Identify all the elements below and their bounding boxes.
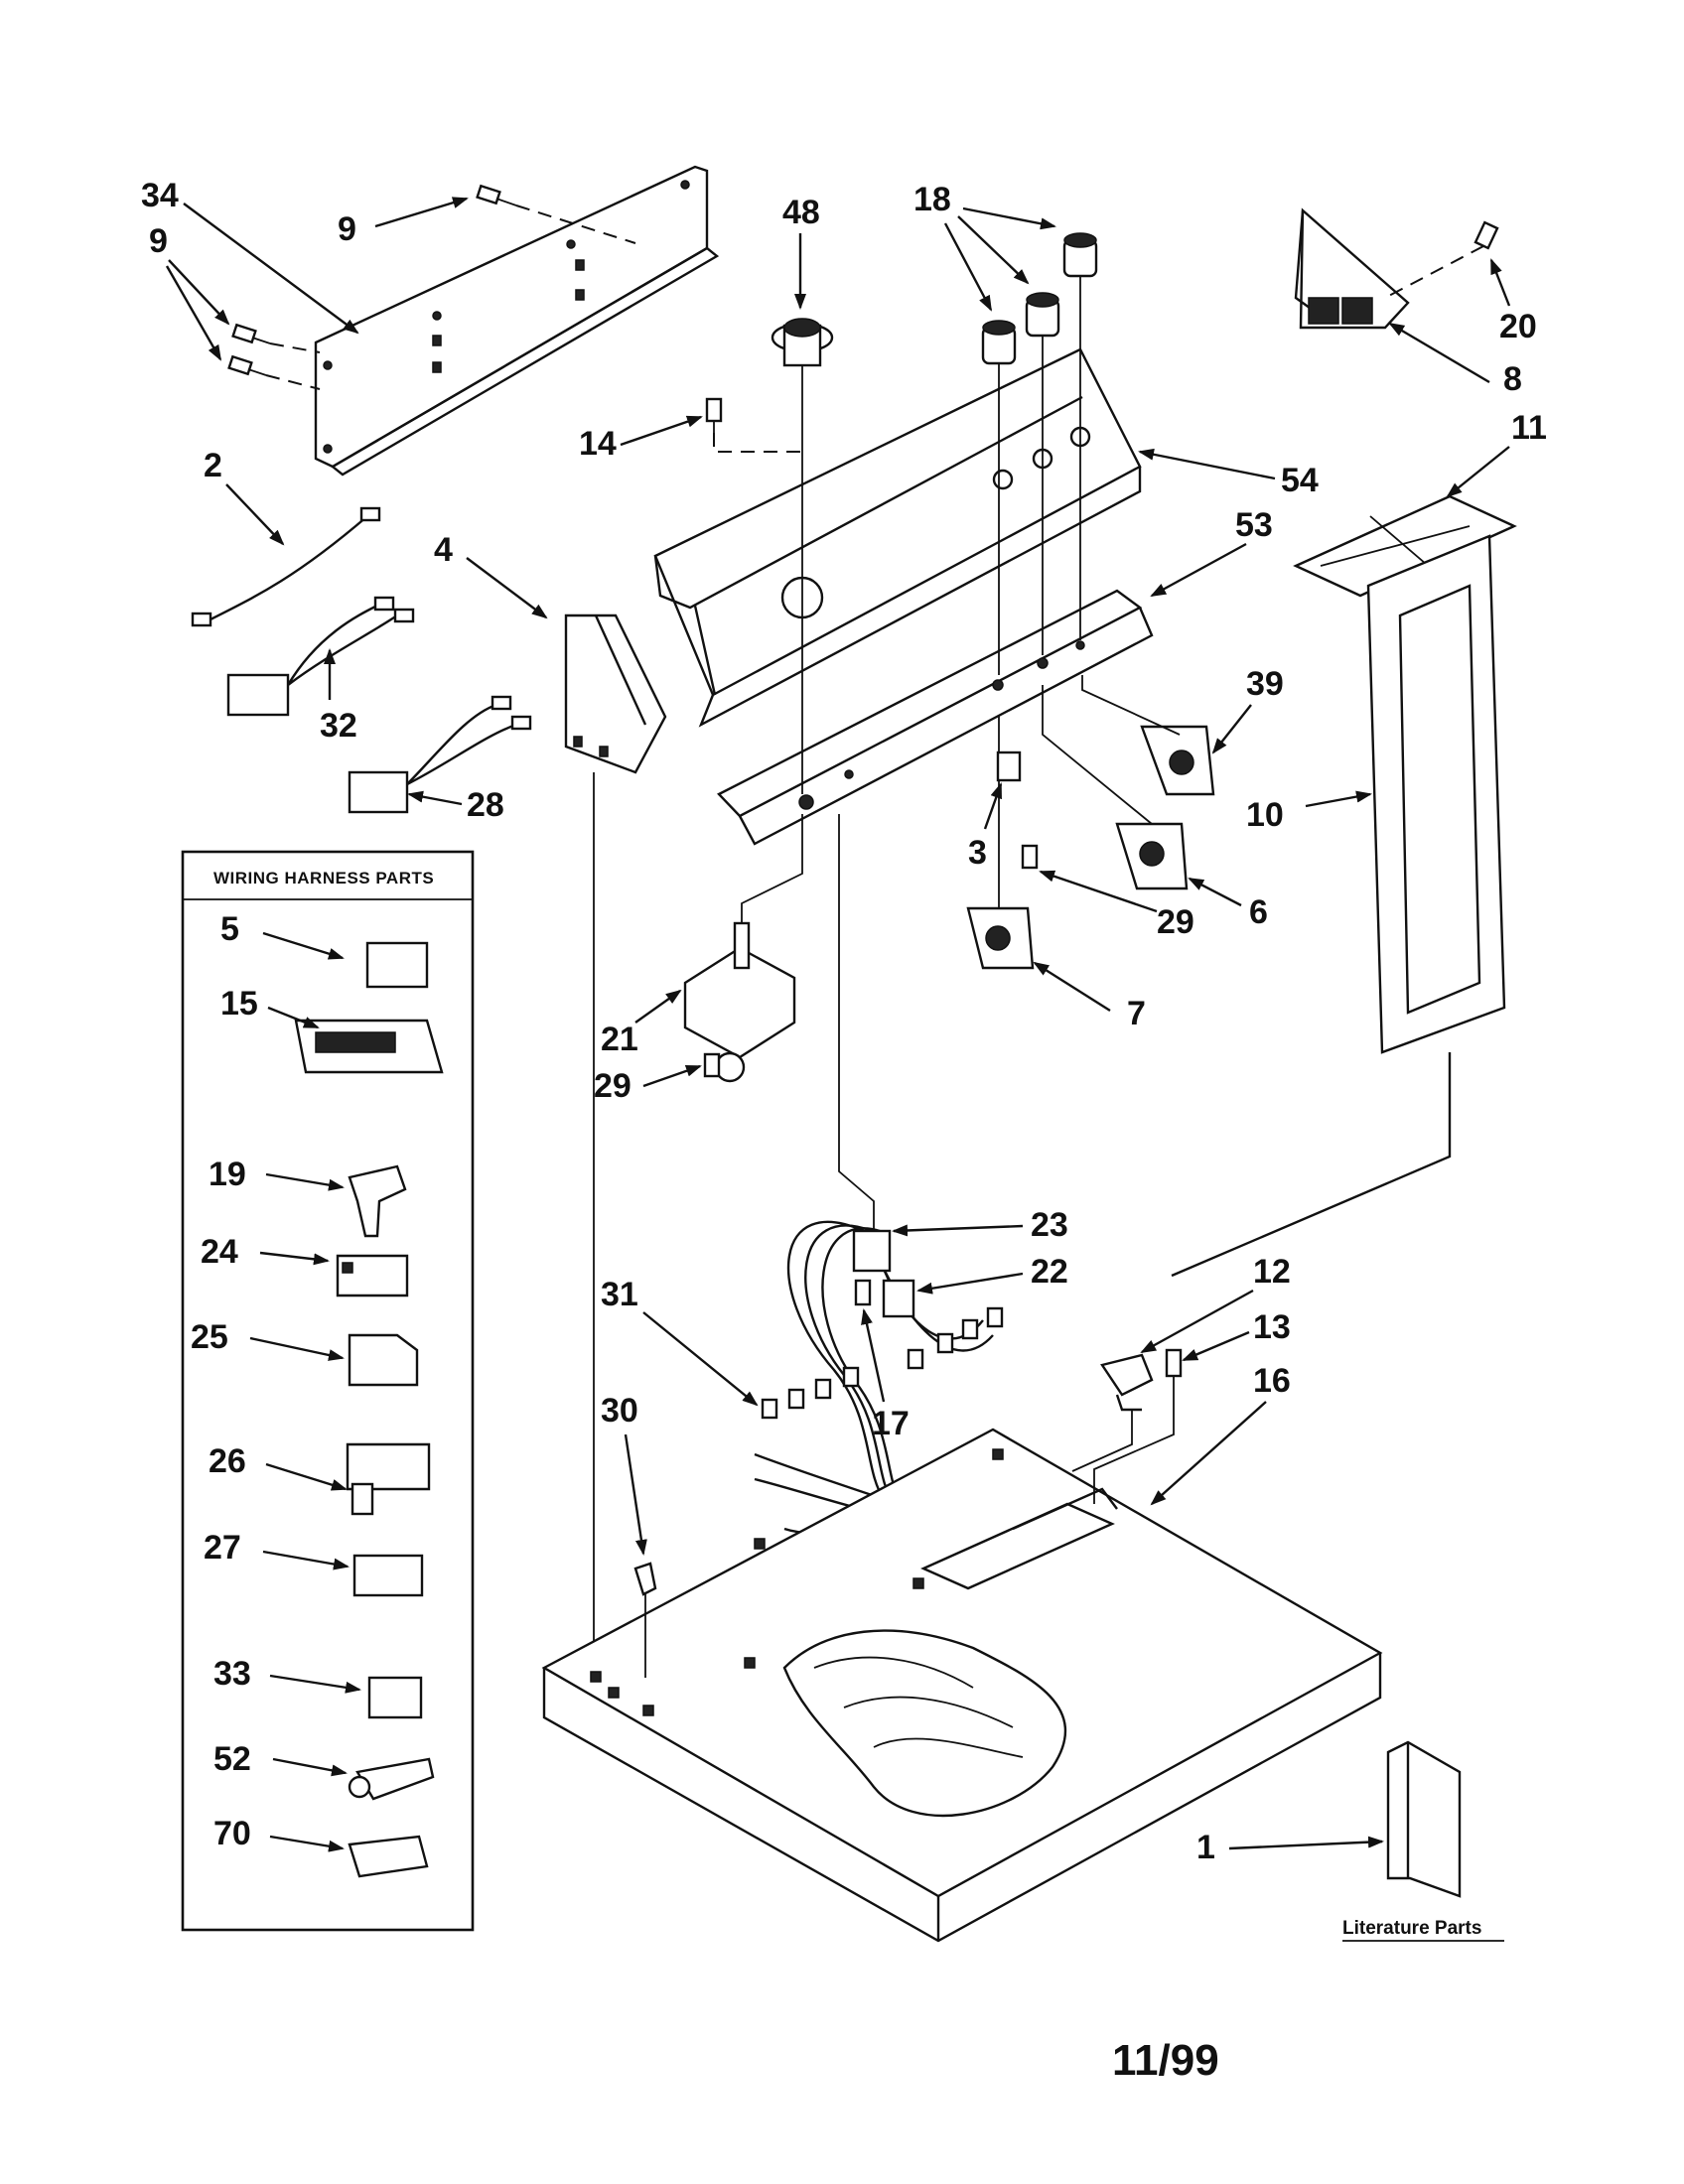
callout-29-lower: 29 (594, 1067, 632, 1105)
callout-18: 18 (913, 181, 951, 218)
bracket-12 (1100, 1353, 1154, 1412)
callout-70: 70 (213, 1815, 251, 1852)
callout-27: 27 (204, 1529, 241, 1567)
callout-11: 11 (1511, 409, 1547, 447)
lint-duct (1366, 534, 1506, 1054)
date-code: 11/99 (1112, 2036, 1219, 2085)
harness-panel (181, 850, 475, 1932)
timer-knob (771, 318, 834, 367)
dryer-top (541, 1428, 1383, 1943)
callout-17: 17 (872, 1405, 910, 1442)
callout-12: 12 (1253, 1253, 1291, 1291)
callout-23: 23 (1031, 1206, 1068, 1244)
callout-52: 52 (213, 1740, 251, 1778)
callout-54: 54 (1281, 462, 1319, 499)
callout-28: 28 (467, 786, 504, 824)
screw-29-lower (703, 1052, 721, 1078)
callout-4: 4 (434, 531, 453, 569)
callout-16: 16 (1253, 1362, 1291, 1400)
callout-34: 34 (141, 177, 179, 214)
callout-6: 6 (1249, 893, 1268, 931)
callout-33: 33 (213, 1655, 251, 1693)
switch-39 (1140, 725, 1215, 796)
callout-22: 22 (1031, 1253, 1068, 1291)
callout-5: 5 (220, 910, 239, 948)
screw-9-low (227, 354, 267, 376)
wire-28 (348, 695, 532, 814)
callout-25: 25 (191, 1318, 228, 1356)
literature-label: Literature Parts (1342, 1918, 1481, 1939)
callout-9-left: 9 (149, 222, 168, 260)
callout-39: 39 (1246, 665, 1284, 703)
wire-32 (226, 596, 415, 717)
switch-3 (996, 751, 1022, 782)
callout-9-top: 9 (338, 210, 356, 248)
callout-2: 2 (204, 447, 222, 484)
switch-6 (1115, 822, 1189, 890)
screw-29-upper (1021, 844, 1039, 870)
timer (683, 921, 796, 1083)
callout-48: 48 (782, 194, 820, 231)
callout-8: 8 (1503, 360, 1522, 398)
mounting-panel (314, 165, 720, 477)
harness-panel-title: WIRING HARNESS PARTS (213, 869, 434, 887)
callout-14: 14 (579, 425, 617, 463)
literature-booklet (1386, 1740, 1462, 1898)
switch-7 (966, 906, 1035, 970)
callout-13: 13 (1253, 1308, 1291, 1346)
callout-15: 15 (220, 985, 258, 1023)
callout-3: 3 (968, 834, 987, 872)
callout-32: 32 (320, 707, 357, 745)
screw-13 (1165, 1348, 1183, 1378)
callout-26: 26 (209, 1442, 246, 1480)
screw-9-mid (231, 323, 271, 344)
end-cap-left (564, 614, 667, 774)
control-console (653, 347, 1142, 728)
wire-2 (191, 506, 381, 627)
console-base (717, 589, 1154, 846)
callout-53: 53 (1235, 506, 1273, 544)
callout-29-upper: 29 (1157, 903, 1194, 941)
callout-31: 31 (601, 1276, 638, 1313)
callout-20: 20 (1499, 308, 1537, 345)
callout-30: 30 (601, 1392, 638, 1430)
callout-19: 19 (209, 1156, 246, 1193)
callout-7: 7 (1127, 995, 1146, 1032)
callout-1: 1 (1196, 1829, 1215, 1866)
callout-21: 21 (601, 1021, 638, 1058)
callout-24: 24 (201, 1233, 238, 1271)
screw-9-top (476, 184, 517, 206)
callout-10: 10 (1246, 796, 1284, 834)
screw-20 (1474, 220, 1499, 250)
screw-14 (705, 397, 723, 433)
selector-knobs (981, 232, 1098, 365)
clip-30 (633, 1562, 657, 1596)
end-cap-right (1294, 207, 1410, 330)
